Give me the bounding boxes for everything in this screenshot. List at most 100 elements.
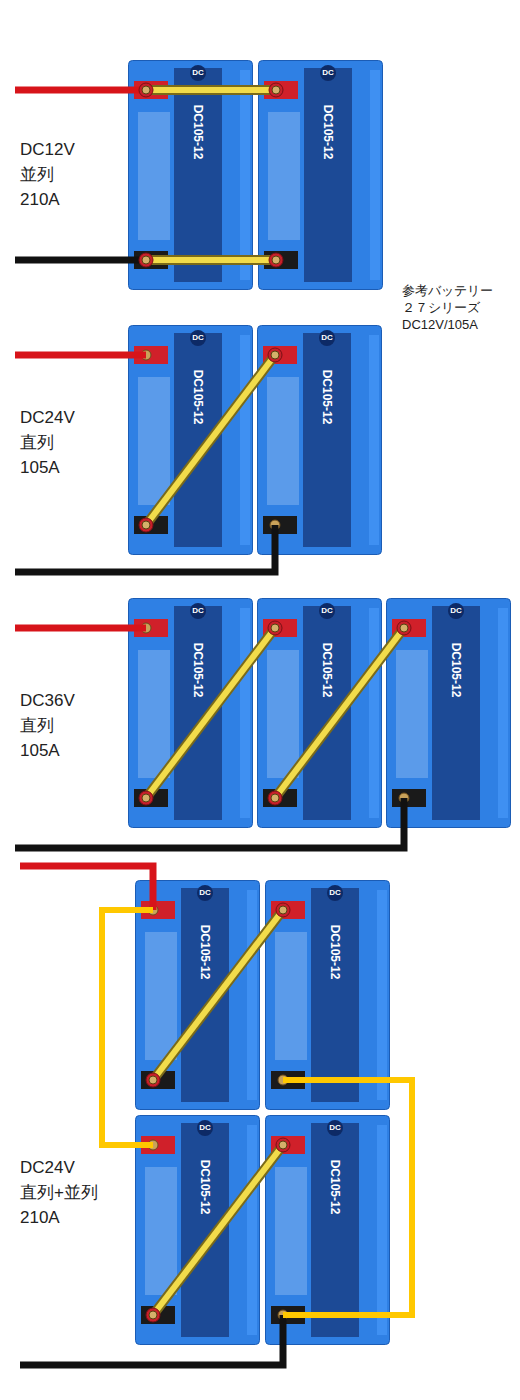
cable-lug: [139, 791, 153, 805]
battery-box: DCDC105-12: [128, 60, 253, 290]
case-rib: [369, 608, 379, 818]
text-line: 105A: [20, 738, 75, 763]
terminal-bolt: [148, 1310, 158, 1320]
negative-terminal: [134, 516, 168, 534]
terminal-nut: [149, 1311, 157, 1319]
brand-logo: DC: [327, 1120, 343, 1136]
positive-terminal: [134, 619, 168, 637]
terminal-nut: [271, 794, 279, 802]
battery-case: [129, 61, 253, 290]
terminal-nut: [142, 521, 150, 529]
config-label: DC24V 直列 105A: [20, 405, 75, 480]
terminal-bolt: [148, 905, 158, 915]
model-label: DC105-12: [320, 643, 334, 698]
battery-box: DC DC105-12: [258, 60, 383, 290]
label-strip: [174, 68, 222, 282]
negative-cable: [15, 257, 146, 264]
battery-body: [265, 880, 390, 1110]
terminal-nut: [271, 624, 279, 632]
terminal-nut: [272, 256, 280, 264]
positive-terminal: [271, 901, 305, 919]
brand-logo: DC: [190, 603, 206, 619]
side-panel: [268, 112, 300, 240]
battery-case: [266, 881, 390, 1110]
negative-terminal: [141, 1071, 175, 1089]
side-panel: [145, 932, 177, 1060]
brand-logo: DC: [320, 65, 336, 81]
terminal-nut: [400, 624, 408, 632]
model-label: DC105-12: [328, 925, 342, 980]
text-line: 直列: [20, 430, 75, 455]
terminal-bolt: [399, 623, 409, 633]
battery-case: [387, 599, 511, 828]
terminal-bolt: [278, 1140, 288, 1150]
side-panel: [396, 650, 428, 778]
battery-body: [135, 1115, 260, 1345]
terminal-nut: [142, 794, 150, 802]
negative-terminal: [392, 789, 426, 807]
label-holder: DC24V 直列 105A: [20, 405, 75, 480]
config-label: DC12V 並列 210A: [20, 137, 75, 212]
terminal-bolt: [270, 793, 280, 803]
positive-cable: [15, 87, 146, 94]
text-line: 並列: [20, 162, 75, 187]
terminal-bolt: [141, 623, 151, 633]
cable-outline: [146, 85, 276, 95]
terminal-nut: [279, 1141, 287, 1149]
jumper-cable: [146, 257, 276, 263]
positive-cable: [20, 866, 153, 910]
terminal-bolt: [141, 520, 151, 530]
text-line: 210A: [20, 1205, 98, 1230]
text-line: DC12V: [20, 137, 75, 162]
case-rib: [377, 890, 387, 1100]
case-rib: [240, 70, 250, 280]
side-panel: [138, 650, 170, 778]
label-strip: [174, 606, 222, 820]
positive-terminal: [264, 81, 298, 99]
terminal-bolt: [399, 793, 409, 803]
battery-body: [128, 60, 253, 290]
negative-terminal: [271, 1306, 305, 1324]
terminal-bolt: [141, 255, 151, 265]
battery-case: [266, 1116, 390, 1345]
terminal-bolt: [148, 1140, 158, 1150]
battery-body: [257, 598, 382, 828]
cable-lug: [269, 253, 283, 267]
battery-box: DCDC105-12: [257, 325, 382, 555]
label-strip: [303, 333, 351, 547]
terminal-bolt: [270, 623, 280, 633]
case-rib: [370, 70, 380, 280]
brand-logo: DC: [190, 65, 206, 81]
jumper-cable: [146, 87, 276, 93]
cable-lug: [269, 83, 283, 97]
positive-terminal: [263, 619, 297, 637]
battery-body: [258, 60, 383, 290]
side-panel: [267, 377, 299, 505]
label-holder: DC12V 並列 210A: [20, 137, 75, 212]
battery-box: DCDC105-12: [265, 1115, 390, 1345]
model-label: DC105-12: [321, 105, 335, 160]
terminal-nut: [271, 351, 279, 359]
case-rib: [498, 608, 508, 818]
brand-logo: DC: [197, 1120, 213, 1136]
negative-terminal: [263, 516, 297, 534]
cable-lug: [139, 518, 153, 532]
battery-body: [135, 880, 260, 1110]
side-panel: [138, 377, 170, 505]
brand-logo: DC: [319, 603, 335, 619]
text-line: DC24V: [20, 1155, 98, 1180]
terminal-bolt: [278, 1075, 288, 1085]
cable-lug: [268, 791, 282, 805]
model-label: DC105-12: [191, 370, 205, 425]
cable-outline: [146, 255, 276, 265]
positive-terminal: [134, 81, 168, 99]
battery-body: [128, 325, 253, 555]
side-panel: [138, 112, 170, 240]
battery-body: [257, 325, 382, 555]
label-strip: [432, 606, 480, 820]
text-line: 210A: [20, 187, 75, 212]
brand-logo: DC: [319, 330, 335, 346]
text-line: 直列: [20, 713, 75, 738]
config-label: DC36V 直列 105A: [20, 688, 75, 763]
battery-case: [129, 599, 253, 828]
